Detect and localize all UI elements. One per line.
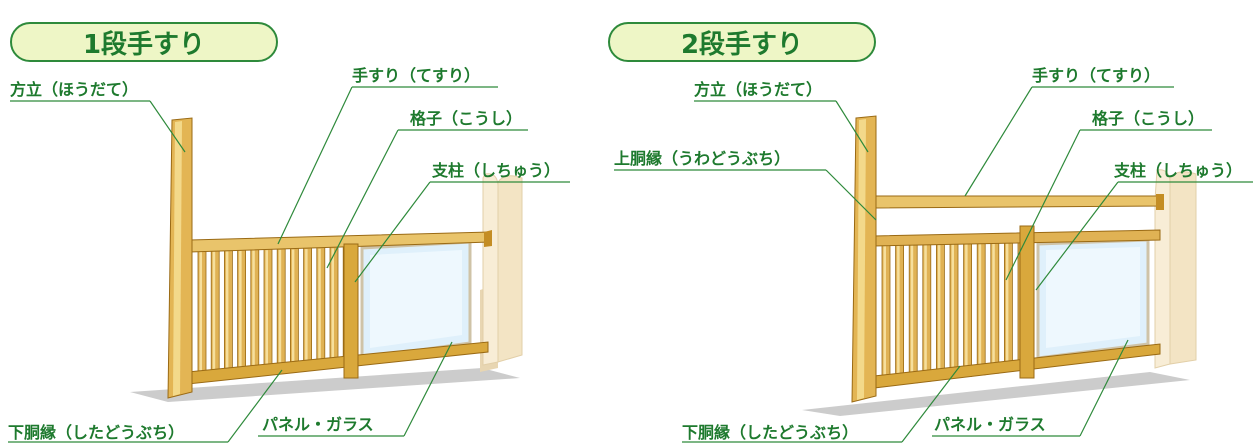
left-ground-shadow bbox=[130, 368, 520, 402]
right-leader-houdate bbox=[835, 100, 869, 153]
right-leader-shitadoubuchi bbox=[901, 365, 961, 443]
left-label-panel: パネル・ガラス bbox=[262, 415, 374, 434]
right-ground-shadow bbox=[802, 372, 1190, 416]
left-baluster-highlight bbox=[278, 249, 282, 372]
right-railing-drawing bbox=[614, 86, 1253, 443]
left-baluster-highlight bbox=[291, 249, 295, 370]
left-label-shichuu: 支柱（しちゅう） bbox=[432, 161, 561, 180]
right-handrail-end bbox=[1156, 194, 1164, 210]
left-handrail-end bbox=[484, 230, 492, 247]
right-glass-shine bbox=[1046, 247, 1140, 348]
right-leader-uwadoubuchi bbox=[825, 169, 877, 221]
right-post bbox=[1019, 225, 1035, 379]
right-handrail bbox=[873, 195, 1163, 209]
left-baluster-highlight bbox=[239, 250, 242, 376]
left-mullion-light bbox=[173, 121, 182, 396]
right-baluster-highlight bbox=[883, 246, 886, 384]
right-baluster-highlight bbox=[965, 243, 968, 375]
right-title-badge: 2段手すり bbox=[608, 22, 876, 62]
right-baluster-highlight bbox=[924, 244, 927, 380]
right-leader-shichuu bbox=[1035, 181, 1119, 291]
left-wall-face bbox=[482, 173, 499, 366]
left-baluster-highlight bbox=[331, 248, 334, 366]
right-leader-panel bbox=[1079, 339, 1129, 437]
left-label-koushi: 格子（こうし） bbox=[410, 109, 523, 128]
left-glass-shine bbox=[370, 250, 462, 348]
right-baluster-highlight bbox=[951, 244, 954, 376]
left-baluster-highlight bbox=[318, 248, 321, 367]
left-leader-tesuri bbox=[277, 86, 353, 245]
right-wall-side bbox=[1169, 171, 1197, 365]
left-baluster-highlight bbox=[225, 251, 229, 378]
left-railing-drawing bbox=[8, 86, 570, 443]
right-label-shitadoubuchi: 下胴縁（したどうぶち） bbox=[682, 423, 859, 442]
right-label-panel: パネル・ガラス bbox=[934, 415, 1046, 434]
left-leader-houdate bbox=[149, 100, 186, 153]
right-mullion-light bbox=[857, 119, 866, 400]
left-leader-shitadoubuchi bbox=[227, 369, 283, 443]
left-baluster-highlight bbox=[212, 251, 216, 379]
left-baluster-highlight bbox=[199, 252, 202, 380]
right-label-koushi: 格子（こうし） bbox=[1092, 109, 1205, 128]
left-wall-side bbox=[497, 175, 523, 363]
right-baluster-highlight bbox=[1005, 242, 1009, 370]
left-leader-panel bbox=[403, 341, 453, 437]
right-label-houdate: 方立（ほうだて） bbox=[694, 80, 823, 99]
left-label-houdate: 方立（ほうだて） bbox=[10, 80, 139, 99]
left-title-badge: 1段手すり bbox=[10, 22, 278, 62]
right-label-uwadoubuchi: 上胴縁（うわどうぶち） bbox=[614, 149, 791, 168]
left-leader-koushi bbox=[326, 129, 399, 269]
left-leader-shichuu bbox=[354, 181, 431, 283]
right-leader-koushi bbox=[1005, 129, 1081, 281]
right-baluster-highlight bbox=[937, 244, 941, 378]
left-baluster-highlight bbox=[265, 250, 268, 373]
right-label-tesuri: 手すり（てすり） bbox=[1032, 66, 1161, 85]
right-baluster-highlight bbox=[978, 243, 982, 373]
right-leader-tesuri bbox=[964, 86, 1033, 197]
left-baluster-highlight bbox=[252, 250, 255, 375]
left-post bbox=[343, 243, 359, 379]
left-balusters bbox=[197, 245, 352, 383]
right-baluster-highlight bbox=[897, 245, 900, 383]
left-label-tesuri: 手すり（てすり） bbox=[352, 66, 481, 85]
left-baluster-highlight bbox=[305, 249, 308, 369]
left-label-shitadoubuchi: 下胴縁（したどうぶち） bbox=[8, 423, 185, 442]
right-label-shichuu: 支柱（しちゅう） bbox=[1114, 161, 1243, 180]
right-baluster-highlight bbox=[992, 242, 995, 372]
right-baluster-highlight bbox=[910, 245, 914, 381]
